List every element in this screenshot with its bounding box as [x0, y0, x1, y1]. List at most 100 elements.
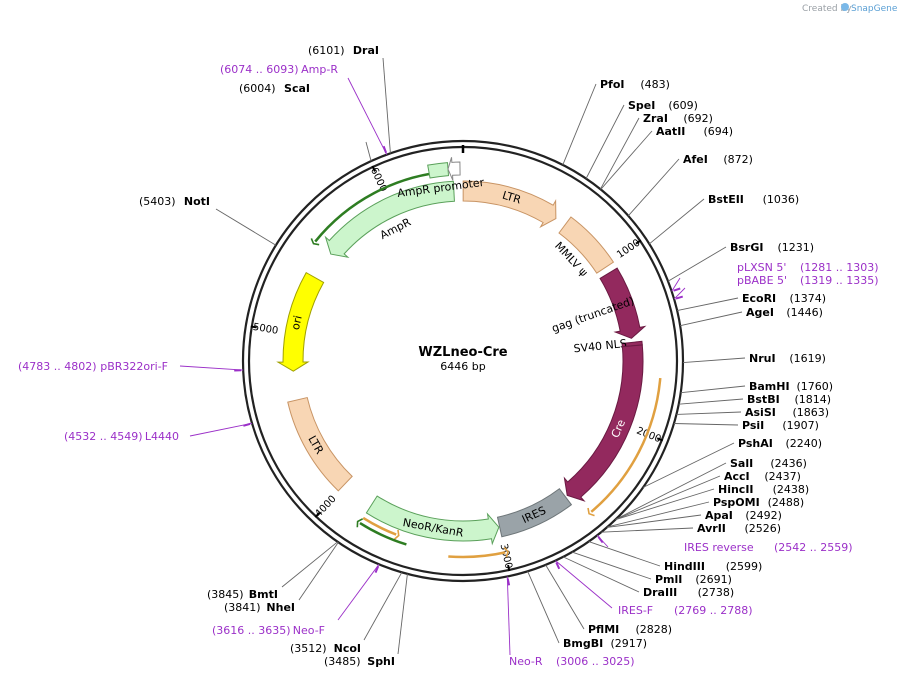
site-pos-acci: (2437): [764, 470, 801, 483]
feature-label-sv40-nls: SV40 NLS: [573, 337, 627, 355]
site-pos-avrii: (2526): [745, 522, 782, 535]
primer-leader-l4440: [189, 422, 253, 437]
tick-label-4000: 4000: [313, 494, 338, 520]
site-pos-noti: (5403): [139, 195, 176, 208]
binding-arc-arrow-1: [503, 546, 509, 558]
site-name-noti: NotI: [184, 195, 210, 208]
leader-drai: [382, 57, 391, 154]
leader-pflmi: [545, 564, 585, 630]
leader-hindiii: [588, 541, 661, 567]
primer-range-l4440: (4532 .. 4549): [64, 430, 143, 443]
primer-range-neo-f: (3616 .. 3635): [212, 624, 291, 637]
site-name-pflmi: PflMI: [588, 623, 619, 636]
site-name-psii: PsiI: [742, 419, 764, 432]
leader-bstbi: [678, 398, 744, 405]
leader-ecori: [677, 297, 739, 311]
site-pos-bmgbi: (2917): [611, 637, 648, 650]
leader-bsteii: [648, 198, 705, 245]
site-pos-ecori: (1374): [790, 292, 827, 305]
site-pos-bmti: (3845): [207, 588, 244, 601]
leader-bmgbi: [527, 571, 560, 644]
tick-mark-4000: [314, 512, 321, 518]
primer-site-ires-f: [555, 562, 561, 570]
site-pos-hincii: (2438): [773, 483, 810, 496]
primer-leader-amp-r: [347, 77, 388, 155]
leader-nrui: [682, 357, 746, 364]
site-name-scai: ScaI: [284, 82, 310, 95]
primer-site-amp-r: [382, 145, 388, 154]
site-name-ncoi: NcoI: [334, 642, 361, 655]
leader-draiii: [562, 556, 640, 593]
feature-neor-kanr-6: [365, 495, 500, 546]
site-name-ecori: EcoRI: [742, 292, 776, 305]
site-name-afei: AfeI: [683, 153, 708, 166]
site-pos-nhei: (3841): [224, 601, 261, 614]
site-pos-psii: (1907): [782, 419, 819, 432]
site-name-drai: DraI: [353, 44, 379, 57]
leader-sphi: [397, 573, 408, 655]
site-pos-agei: (1446): [786, 306, 823, 319]
site-pos-aatii: (694): [704, 125, 734, 138]
label-leader-lines: [179, 57, 746, 656]
primer-leader-neo-f: [337, 564, 380, 621]
site-name-bsrgi: BsrGI: [730, 241, 763, 254]
binding-arc-arrow-0: [587, 507, 595, 517]
feature-cre-4: [563, 344, 644, 502]
site-pos-asisi: (1863): [793, 406, 830, 419]
feature-ltr-7: [287, 396, 353, 492]
primer-leader-ires-f: [555, 560, 613, 609]
leader-spei: [585, 104, 625, 179]
primer-leader-plxsn-5: [671, 277, 681, 292]
site-pos-ncoi: (3512): [290, 642, 327, 655]
site-pos-bamhi: (1760): [797, 380, 834, 393]
binding-arc-2: [362, 516, 397, 536]
site-pos-spei: (609): [668, 99, 698, 112]
site-name-pmli: PmlI: [655, 573, 682, 586]
site-name-apai: ApaI: [705, 509, 733, 522]
leader-acci: [615, 475, 721, 520]
site-name-bsteii: BstEII: [708, 193, 744, 206]
site-pos-bstbi: (1814): [795, 393, 832, 406]
primer-name-ires-f: IRES-F: [618, 604, 653, 617]
feature-ltr-0: [462, 180, 557, 229]
primer-range-ires-f: (2769 .. 2788): [674, 604, 753, 617]
site-name-sali: SalI: [730, 457, 753, 470]
site-pos-pmli: (2691): [695, 573, 732, 586]
snapgene-logo-icon: [841, 3, 849, 11]
leader-ncoi: [363, 572, 403, 641]
leader-apai: [606, 514, 702, 528]
site-pos-nrui: (1619): [789, 352, 826, 365]
primer-site-pbabe-5: [675, 295, 684, 300]
leader-aatii: [600, 130, 653, 190]
site-name-acci: AccI: [724, 470, 750, 483]
feature-gag-truncated-2: [599, 267, 647, 339]
tick-mark-5000: [250, 325, 257, 329]
leader-bamhi: [680, 385, 746, 394]
site-pos-bsteii: (1036): [763, 193, 800, 206]
site-name-bmti: BmtI: [249, 588, 278, 601]
site-pos-pfoi: (483): [640, 78, 670, 91]
primer-site-neo-r: [506, 578, 511, 586]
leader-asisi: [676, 411, 742, 415]
binding-arc-3: [359, 521, 407, 546]
tick-mark-6000: [371, 165, 376, 172]
primer-range-amp-r: (6074 .. 6093): [220, 63, 299, 76]
feature-mmlv-1: [558, 216, 615, 274]
leader-afei: [627, 158, 680, 217]
primer-range-neo-r: (3006 .. 3025): [556, 655, 635, 668]
primer-leader-neo-r: [506, 576, 511, 656]
site-name-zrai: ZraI: [643, 112, 668, 125]
tick-label-6000: 6000: [368, 166, 389, 194]
feature-label-ltr: LTR: [501, 189, 523, 207]
site-labels: PfoI(483)SpeI(609)ZraI(692)AatII(694)Afe…: [18, 44, 879, 668]
primer-name-l4440: L4440: [145, 430, 179, 443]
leader-pfoi: [562, 83, 597, 166]
primer-leader-pbr322ori-f: [179, 365, 244, 371]
site-pos-sphi: (3485): [324, 655, 361, 668]
site-name-pfoi: PfoI: [600, 78, 625, 91]
site-name-hindiii: HindIII: [664, 560, 705, 573]
plasmid-center-label: WZLneo-Cre 6446 bp: [418, 345, 507, 373]
site-pos-bsrgi: (1231): [778, 241, 815, 254]
primer-name-neo-f: Neo-F: [293, 624, 325, 637]
site-name-spei: SpeI: [628, 99, 655, 112]
